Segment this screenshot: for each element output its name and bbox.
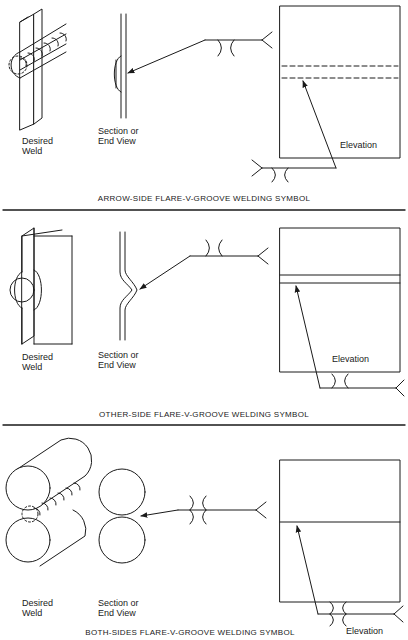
weld-illustration xyxy=(22,236,23,272)
weld-illustration xyxy=(34,270,42,310)
panel-caption: ARROW-SIDE FLARE-V-GROOVE WELDING SYMBOL xyxy=(96,194,312,203)
welding-symbol xyxy=(296,286,404,396)
elevation-view xyxy=(282,66,398,67)
view-label: Desired Weld xyxy=(22,352,68,372)
section-view xyxy=(121,14,126,118)
panel-divider xyxy=(3,424,405,425)
welding-symbol xyxy=(190,510,206,524)
welding-symbol xyxy=(330,614,346,626)
elevation-view xyxy=(282,78,398,79)
view-label: Elevation xyxy=(332,354,388,364)
welding-symbol xyxy=(262,32,272,48)
section-view xyxy=(120,232,132,340)
weld-illustration xyxy=(15,272,23,308)
welding-symbol xyxy=(394,606,403,622)
weld-illustration xyxy=(20,14,34,130)
welding-symbol xyxy=(256,502,266,518)
weld-illustration xyxy=(34,204,72,250)
welding-symbol xyxy=(190,256,258,257)
view-label: Elevation xyxy=(340,140,396,150)
weld-illustration xyxy=(9,9,66,130)
panel-caption: OTHER-SIDE FLARE-V-GROOVE WELDING SYMBOL xyxy=(97,410,311,419)
panel-divider xyxy=(3,209,405,210)
view-label: Desired Weld xyxy=(22,136,68,156)
weld-illustration xyxy=(10,278,34,302)
welding-symbol xyxy=(252,160,262,176)
welding-symbol xyxy=(206,240,222,256)
view-label: Section or End View xyxy=(98,598,152,618)
section-view xyxy=(99,517,145,563)
welding-symbol xyxy=(140,256,190,289)
welding-symbol xyxy=(396,380,404,396)
weld-illustration xyxy=(34,236,72,344)
welding-symbol xyxy=(128,32,272,73)
view-label: Section or End View xyxy=(98,350,152,370)
welding-symbol xyxy=(297,526,403,626)
welding-symbol xyxy=(332,374,348,388)
welding-symbol xyxy=(190,496,206,510)
welding-symbol xyxy=(320,388,396,389)
welding-symbol xyxy=(258,248,268,264)
elevation-view xyxy=(280,522,400,523)
weld-illustration xyxy=(6,438,92,566)
section-view xyxy=(120,232,137,340)
weld-illustration xyxy=(22,230,62,236)
weld-illustration xyxy=(20,34,66,70)
welding-symbol xyxy=(296,286,320,388)
welding-symbol xyxy=(252,81,336,182)
weld-illustration xyxy=(9,56,27,74)
elevation-view xyxy=(280,275,400,276)
view-label: Section or End View xyxy=(98,126,152,146)
elevation-view xyxy=(280,6,400,158)
weld-illustration xyxy=(20,17,28,22)
section-view xyxy=(99,469,145,563)
welding-symbol xyxy=(141,496,266,524)
elevation-view xyxy=(280,228,400,372)
elevation-view xyxy=(280,228,400,372)
panel-divider xyxy=(3,210,405,425)
welding-symbol xyxy=(297,526,318,614)
section-view xyxy=(125,232,137,340)
section-view xyxy=(114,56,121,92)
weld-illustration xyxy=(22,308,23,344)
elevation-view xyxy=(280,6,400,158)
welding-symbol xyxy=(218,40,234,56)
section-view xyxy=(116,60,117,88)
welding-symbol xyxy=(272,168,288,182)
section-view xyxy=(114,14,126,118)
elevation-view xyxy=(280,283,400,284)
weld-illustration xyxy=(34,483,80,515)
welding-symbol xyxy=(128,40,205,73)
welding-symbol xyxy=(140,240,268,289)
section-view xyxy=(99,469,145,515)
view-label: Elevation xyxy=(346,626,402,636)
welding-symbol xyxy=(303,81,336,168)
welding-symbol xyxy=(262,168,336,169)
panel-caption: BOTH-SIDES FLARE-V-GROOVE WELDING SYMBOL xyxy=(83,628,296,637)
weld-illustration xyxy=(10,204,72,344)
view-label: Desired Weld xyxy=(22,598,68,618)
welding-symbol xyxy=(141,510,178,516)
welding-symbol xyxy=(330,602,346,614)
weld-illustration xyxy=(6,518,50,562)
weld-illustration xyxy=(34,228,35,344)
weld-illustration xyxy=(22,228,34,344)
welding-symbol xyxy=(318,614,394,615)
